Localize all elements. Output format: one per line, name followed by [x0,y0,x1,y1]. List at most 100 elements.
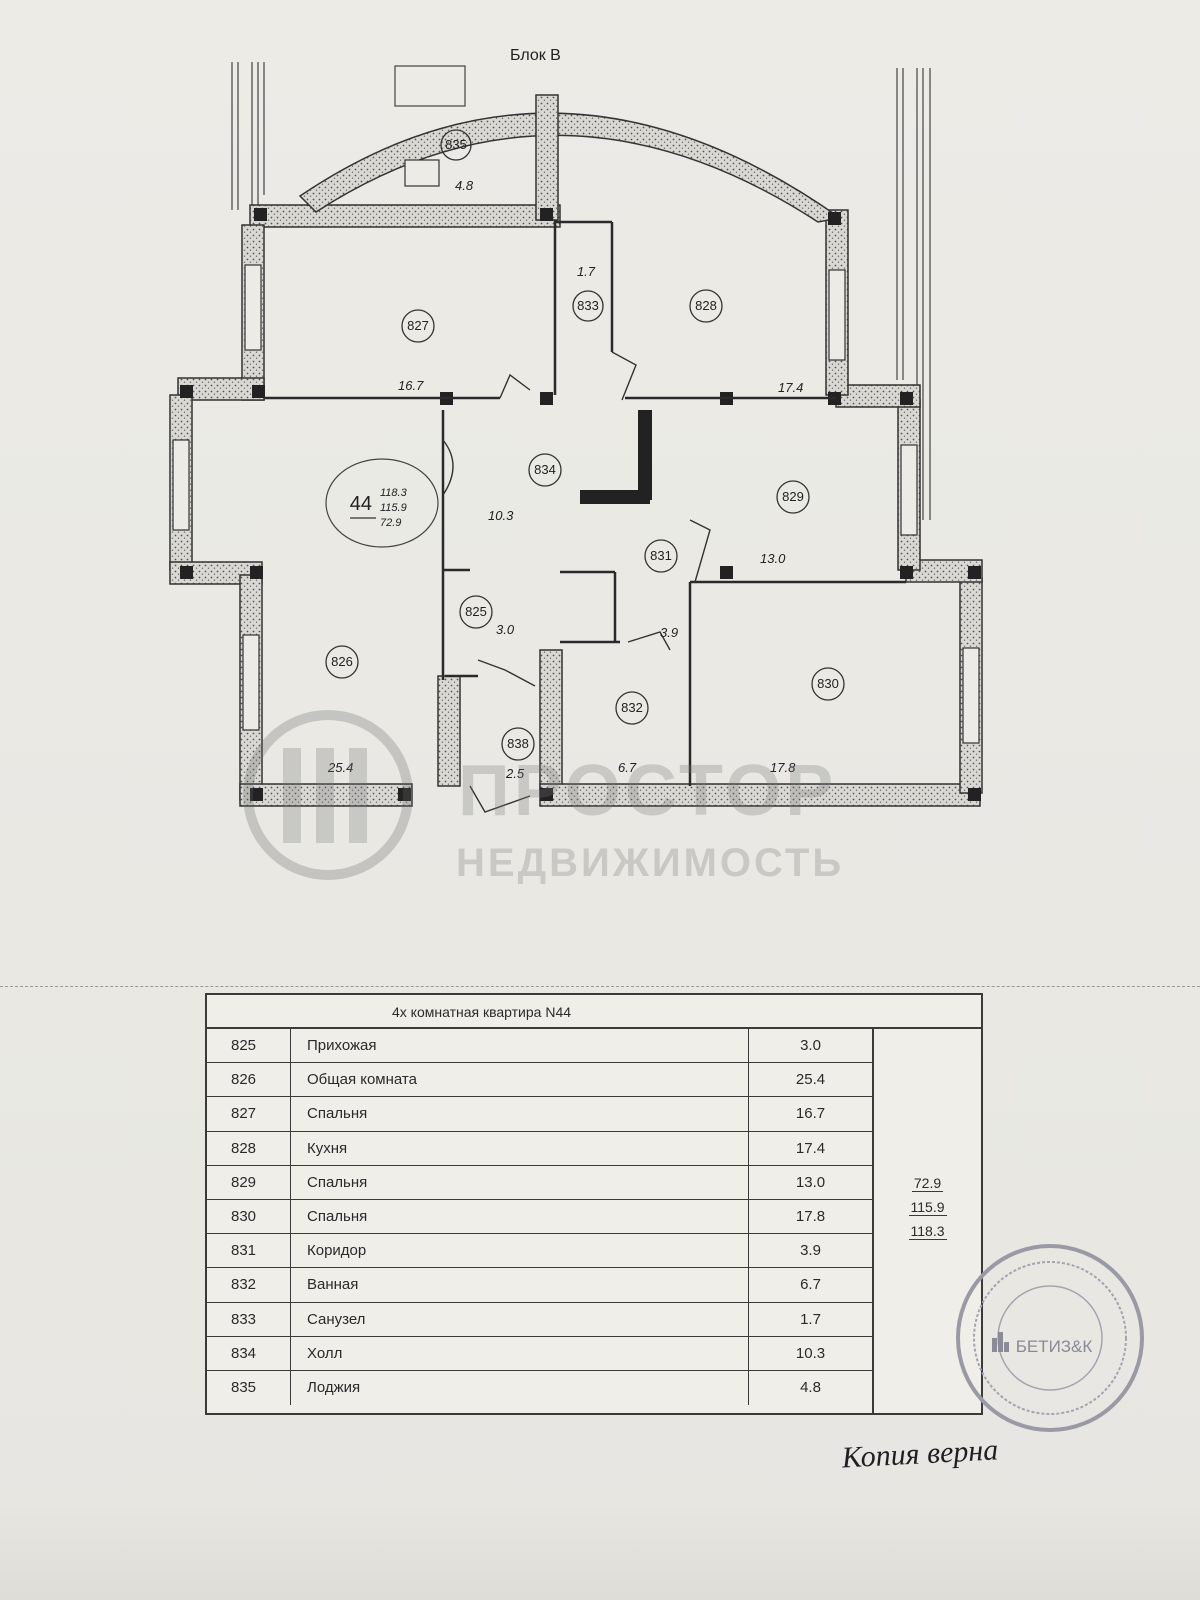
room-833: 833 1.7 [572,264,604,322]
room-name: Кухня [291,1131,749,1165]
room-area: 25.4 [795,1071,826,1089]
room-code: 825 [207,1029,291,1063]
room-name: Ванная [291,1268,749,1302]
room-area: 17.8 [795,1207,826,1225]
scan-seam [0,986,1200,987]
room-code: 832 [207,1268,291,1302]
room-835: 835 4.8 [440,129,474,193]
svg-text:Копия верна: Копия верна [840,1433,999,1474]
svg-text:1.7: 1.7 [577,264,596,279]
room-827: 827 16.7 [398,309,435,393]
room-area: 1.7 [800,1310,821,1328]
room-area: 17.4 [795,1139,826,1157]
room-name: Прихожая [291,1029,749,1063]
svg-text:25.4: 25.4 [327,760,353,775]
floor-plan: Блок В [169,47,983,885]
svg-text:6.7: 6.7 [618,760,637,775]
room-code: 829 [207,1165,291,1199]
svg-text:838: 838 [507,736,529,751]
room-name: Общая комната [291,1063,749,1097]
svg-text:833: 833 [577,298,599,313]
total-general: 115.9 [908,1199,947,1216]
room-name: Холл [291,1336,749,1370]
room-831: 831 3.9 [644,539,678,640]
total-living: 72.9 [911,1175,944,1192]
room-828: 828 17.4 [689,289,803,395]
svg-text:НЕДВИЖИМОСТЬ: НЕДВИЖИМОСТЬ [456,841,844,885]
company-stamp: БЕТИЗ&К [956,1244,1144,1432]
windows [172,159,980,744]
room-code: 830 [207,1199,291,1234]
room-name: Санузел [291,1302,749,1336]
room-area: 10.3 [795,1344,826,1362]
svg-text:3.9: 3.9 [660,625,678,640]
room-code: 835 [207,1370,291,1406]
svg-text:16.7: 16.7 [398,378,424,393]
svg-text:17.4: 17.4 [778,380,803,395]
room-name: Коридор [291,1234,749,1268]
room-834: 834 10.3 [488,453,562,523]
balcony-rails [231,62,931,520]
svg-text:834: 834 [534,462,556,477]
svg-text:829: 829 [782,489,804,504]
room-name: Спальня [291,1199,749,1234]
room-829: 829 13.0 [760,480,810,566]
room-area: 6.7 [800,1276,821,1294]
room-area: 3.9 [800,1242,821,1260]
block-label: Блок В [510,47,561,64]
signature: Копия верна [840,1433,999,1474]
svg-text:830: 830 [817,676,839,691]
apartment-marker: 44 118.3 115.9 72.9 [325,458,439,548]
svg-text:4.8: 4.8 [455,178,474,193]
room-name: Спальня [291,1165,749,1199]
svg-text:10.3: 10.3 [488,508,514,523]
columns [180,208,981,801]
svg-text:17.8: 17.8 [770,760,796,775]
svg-text:118.3: 118.3 [380,487,408,499]
svg-text:825: 825 [465,604,487,619]
room-area: 4.8 [800,1378,821,1396]
room-838: 838 2.5 [501,727,535,781]
room-826: 826 25.4 [325,645,359,775]
svg-text:13.0: 13.0 [760,551,786,566]
room-area: 13.0 [795,1173,826,1191]
room-832: 832 6.7 [615,691,649,775]
svg-text:832: 832 [621,700,643,715]
svg-text:115.9: 115.9 [380,502,407,514]
svg-text:827: 827 [407,318,429,333]
svg-text:БЕТИЗ&К: БЕТИЗ&К [1016,1337,1093,1356]
room-name: Спальня [291,1097,749,1131]
svg-text:72.9: 72.9 [380,517,401,529]
room-labels: 835 4.8 827 16.7 833 1.7 828 17.4 834 [325,129,845,781]
svg-text:826: 826 [331,654,353,669]
doors [442,351,711,813]
svg-text:828: 828 [695,298,717,313]
room-area: 3.0 [800,1037,821,1054]
svg-text:2.5: 2.5 [505,766,525,781]
room-830: 830 17.8 [770,667,845,775]
room-code: 831 [207,1234,291,1268]
interior-walls [264,220,906,786]
room-code: 827 [207,1097,291,1131]
svg-text:ПРОСТОР: ПРОСТОР [458,751,837,831]
room-code: 826 [207,1063,291,1097]
svg-text:831: 831 [650,548,672,563]
svg-text:44: 44 [350,493,372,515]
total-with-loggia: 118.3 [908,1223,947,1240]
scan-shadow [0,1500,1200,1600]
room-825: 825 3.0 [459,595,515,637]
exterior-walls [169,94,983,807]
